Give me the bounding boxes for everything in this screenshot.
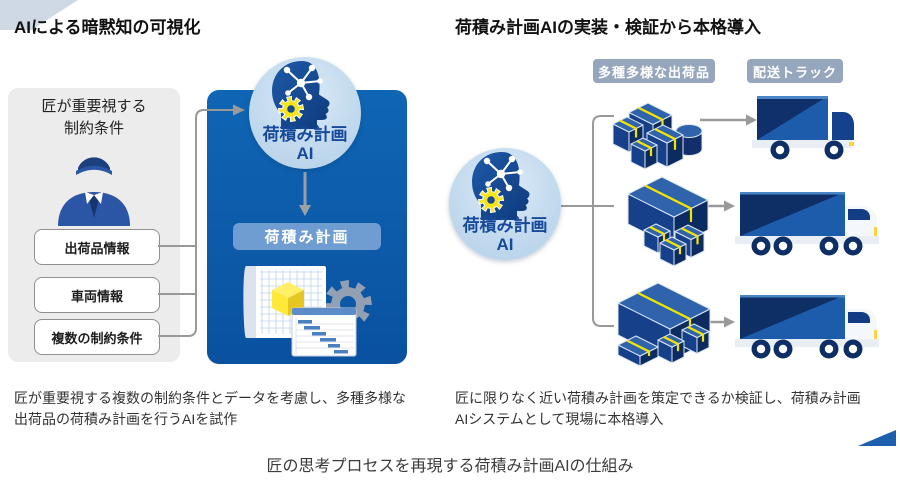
flow-arrowheads	[724, 114, 757, 328]
delivery-truck-large-icon	[735, 192, 879, 256]
right-section-title: 荷積み計画AIの実装・検証から本格導入	[455, 18, 761, 37]
gantt-bars	[298, 320, 348, 354]
network-nodes	[483, 155, 523, 192]
plan-illustration	[243, 266, 372, 357]
loading-plan-ai-icon-right: 荷積み計画 AI	[449, 148, 561, 260]
right-caption: 匠に限りなく近い荷積み計画を策定できるか検証し、荷積み計画 AIシステムとして現…	[455, 390, 861, 427]
figure-caption: 匠の思考プロセスを再現する荷積み計画AIの仕組み	[266, 458, 634, 475]
badge-trucks: 配送トラック	[747, 59, 843, 83]
right-connector-lines	[561, 115, 614, 327]
network-nodes	[283, 64, 323, 101]
arrow-into-ai-icon	[233, 104, 245, 116]
cargo-cluster-small	[612, 102, 703, 170]
ai-head-right	[472, 152, 530, 220]
loading-plan-ai-icon-left: 荷積み計画 AI	[249, 57, 361, 169]
ai-circle-label: 荷積み計画 AI	[462, 216, 548, 254]
left-section-title: AIによる暗黙知の可視化	[14, 18, 201, 37]
worker-person-icon	[58, 157, 130, 226]
gear-icon	[477, 186, 505, 214]
constraints-panel-heading: 匠が重要視する 制約条件	[41, 98, 147, 137]
badge-shipments: 多種多様な出荷品	[593, 59, 715, 83]
gantt-chart-icon	[291, 307, 357, 357]
constraint-item: 車両情報	[34, 277, 160, 313]
gantt-grid	[295, 318, 354, 354]
delivery-truck-large-icon	[735, 295, 879, 359]
down-arrow-icon	[299, 172, 311, 216]
left-caption: 匠が重要視する複数の制約条件とデータを考慮し、多種多様な 出荷品の荷積み計画を行…	[14, 390, 406, 427]
ai-head-left	[272, 61, 330, 129]
loading-plan-bar: 荷積み計画	[233, 223, 381, 250]
left-connector-lines	[158, 109, 233, 337]
ai-circle-label: 荷積み計画 AI	[262, 125, 348, 163]
gear-icon	[277, 95, 305, 123]
constraint-item: 出荷品情報	[34, 229, 160, 265]
cargo-cluster-medium	[627, 176, 709, 267]
delivery-truck-small-icon	[752, 96, 854, 160]
cube-icon	[272, 282, 304, 316]
cargo-cluster-large	[617, 282, 711, 367]
